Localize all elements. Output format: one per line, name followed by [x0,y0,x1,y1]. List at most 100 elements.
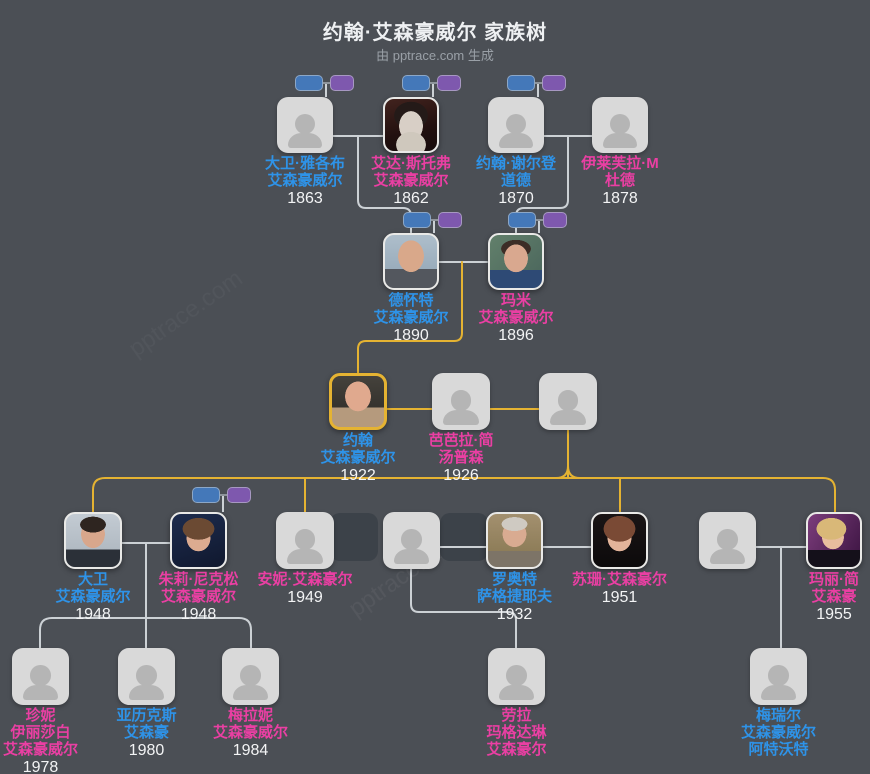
person-birth-year: 1980 [128,742,165,759]
person-node-merrill[interactable] [750,648,807,705]
person-node-mamie[interactable] [488,233,544,290]
collapsed-mother-chip-john-sheldon[interactable] [542,75,566,91]
person-node-laura[interactable] [488,648,545,705]
person-name-line: 约翰 [342,432,373,449]
collapsed-parents-stem-david-jacob [325,83,327,97]
collapsed-mother-chip-mamie[interactable] [543,212,567,228]
person-birth-year: 1949 [287,589,323,606]
collapsed-parents-stem-dwight [433,220,435,233]
collapsed-parents-link-david-jacob [321,82,331,84]
person-node-spouse-unknown-1[interactable] [539,373,597,430]
collapsed-parents-stem-julie-nixon [222,495,224,512]
person-name-line: 汤普森 [438,449,484,466]
person-name-line: 伊丽莎白 [10,724,71,741]
avatar-placeholder-icon [12,648,69,705]
person-birth-year: 1948 [75,606,111,623]
person-name-line: 亚历克斯 [116,707,177,724]
collapsed-father-chip-ida-stover[interactable] [402,75,430,91]
collapsed-father-chip-dwight[interactable] [403,212,431,228]
person-name-line: 艾森豪威尔 [2,741,78,758]
person-node-jennie[interactable] [12,648,69,705]
person-node-susan[interactable] [591,512,648,569]
person-node-john-1922[interactable] [329,373,387,430]
collapsed-mother-chip-ida-stover[interactable] [437,75,461,91]
person-name-line: 阿特沃特 [748,741,809,758]
person-birth-year: 1984 [232,742,269,759]
person-name-line: 萨格捷耶夫 [476,588,552,605]
person-birth-year: 1932 [496,606,533,623]
person-node-dwight[interactable] [383,233,439,290]
person-node-roald-sagdeev[interactable] [486,512,543,569]
person-name-line: 劳拉 [501,707,532,724]
person-node-melanie[interactable] [222,648,279,705]
person-name-line: 杜德 [604,172,635,189]
person-node-john-sheldon[interactable] [488,97,544,153]
person-name-line: 伊莱芙拉·M [581,155,659,172]
collapsed-mother-chip-david-jacob[interactable] [330,75,354,91]
avatar-placeholder-icon [277,97,333,153]
person-birth-year: 1922 [340,467,376,484]
person-node-david-jacob[interactable] [277,97,333,153]
person-name-line: 珍妮 [25,707,56,724]
person-name-line: 约翰·谢尔登 [476,155,556,172]
collapsed-mother-chip-dwight[interactable] [438,212,462,228]
person-node-dark-2[interactable] [440,513,488,561]
collapsed-parents-link-ida-stover [428,82,438,84]
person-birth-year: 1978 [22,759,59,774]
collapsed-father-chip-julie-nixon[interactable] [192,487,220,503]
person-node-barbara-jean[interactable] [432,373,490,430]
collapsed-father-chip-john-sheldon[interactable] [507,75,535,91]
person-name-line: 大卫 [77,571,108,588]
person-name-line: 艾森豪威尔 [160,588,236,605]
person-node-mary-jean[interactable] [806,512,862,569]
person-node-spouse-unknown-2[interactable] [383,512,440,569]
person-name-line: 大卫·雅各布 [265,155,345,172]
person-node-elvera-doud[interactable] [592,97,648,153]
person-node-julie-nixon[interactable] [170,512,227,569]
person-name-line: 艾森豪威尔 [267,172,343,189]
avatar-placeholder-icon [539,373,597,430]
person-node-ida-stover[interactable] [383,97,439,153]
person-label-merrill: 梅瑞尔艾森豪威尔阿特沃特 [699,707,859,758]
avatar-placeholder-icon [383,512,440,569]
person-name-line: 朱莉·尼克松 [158,571,239,588]
collapsed-father-chip-mamie[interactable] [508,212,536,228]
collapsed-parents-link-john-sheldon [533,82,543,84]
person-name-line: 艾森豪威尔 [478,309,554,326]
person-node-david-1948[interactable] [64,512,122,569]
person-name-line: 玛丽·简 [809,571,859,588]
collapsed-father-chip-david-jacob[interactable] [295,75,323,91]
person-node-alex[interactable] [118,648,175,705]
person-node-anne[interactable] [276,512,334,569]
connector-drop-to-laura [410,568,517,649]
collapsed-parents-stem-mamie [538,220,540,233]
person-name-line: 玛米 [500,292,531,309]
connector-drop-to-john1922 [357,261,463,374]
avatar-placeholder-icon [488,648,545,705]
person-birth-year: 1862 [393,190,429,207]
person-name-line: 安妮·艾森豪尔 [257,571,353,588]
connector-feed-flare-right [567,465,581,479]
person-name-line: 艾森豪威尔 [740,724,816,741]
collapsed-mother-chip-julie-nixon[interactable] [227,487,251,503]
avatar-placeholder-icon [118,648,175,705]
person-node-dark-1[interactable] [330,513,378,561]
avatar-placeholder-icon [592,97,648,153]
person-name-line: 梅瑞尔 [755,707,801,724]
collapsed-parents-link-dwight [429,219,439,221]
person-node-spouse-unknown-3[interactable] [699,512,756,569]
person-name-line: 艾森豪威尔 [373,309,449,326]
person-name-line: 艾森豪尔 [486,741,547,758]
person-birth-year: 1870 [498,190,534,207]
